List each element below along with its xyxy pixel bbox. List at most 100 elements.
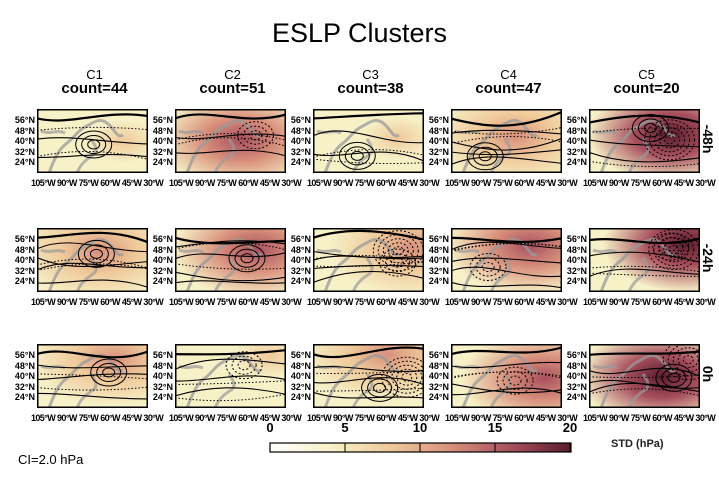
dashed-contour	[589, 388, 700, 397]
latitude-tick-label: 24°N	[14, 157, 35, 167]
latitude-tick-label: 48°N	[290, 360, 311, 371]
contour-line	[313, 112, 424, 120]
latitude-tick-label: 32°N	[290, 146, 311, 157]
latitude-tick-label: 56°N	[290, 234, 311, 244]
longitude-tick-labels: 105°W 90°W 75°W 60°W 45°W 30°W	[445, 178, 578, 188]
coastline-outline	[185, 119, 262, 173]
dashed-contour	[37, 150, 148, 160]
panel-frame	[37, 344, 148, 408]
coastline-outline	[454, 129, 512, 173]
longitude-tick-labels: 105°W 90°W 75°W 60°W 45°W 30°W	[307, 413, 440, 423]
contour-line	[175, 280, 286, 284]
dashed-contour	[313, 149, 424, 158]
contour-line	[313, 229, 424, 241]
panel-frame	[175, 344, 286, 408]
map-panel-c4-row3	[451, 344, 562, 408]
latitude-tick-label: 56°N	[290, 350, 311, 360]
contour-line	[37, 137, 148, 145]
dashed-contour	[377, 234, 419, 268]
latitude-tick-label: 40°N	[566, 255, 587, 265]
dashed-contour	[682, 355, 694, 365]
latitude-tick-label: 24°N	[152, 276, 173, 286]
closed-contour	[83, 244, 109, 264]
latitude-tick-label: 32°N	[152, 381, 173, 392]
latitude-tick-label: 24°N	[566, 276, 587, 286]
cluster-id: C1	[86, 67, 103, 82]
contour-line	[313, 151, 424, 162]
dashed-contour	[451, 243, 562, 252]
latitude-tick-label: 56°N	[428, 115, 449, 125]
contour-line	[451, 149, 562, 156]
latitude-tick-label: 32°N	[14, 265, 35, 276]
latitude-tick-label: 24°N	[14, 392, 35, 402]
latitude-tick-label: 48°N	[152, 125, 173, 136]
longitude-tick-labels: 105°W 90°W 75°W 60°W 45°W 30°W	[31, 297, 164, 307]
panel-frame	[313, 228, 424, 292]
contour-line	[175, 236, 286, 245]
map-panel-c4-row1	[451, 109, 562, 173]
dashed-contour	[654, 127, 686, 153]
contour-line	[37, 113, 148, 122]
contour-line	[313, 377, 424, 386]
latitude-tick-label: 24°N	[290, 276, 311, 286]
longitude-tick-labels: 105°W 90°W 75°W 60°W 45°W 30°W	[31, 413, 164, 423]
dashed-contour	[37, 263, 148, 271]
latitude-tick-label: 56°N	[428, 234, 449, 244]
dashed-contour	[451, 127, 562, 135]
latitude-tick-label: 32°N	[152, 146, 173, 157]
dashed-contour	[387, 242, 409, 260]
std-colorbar	[269, 442, 572, 453]
latitude-tick-label: 32°N	[428, 146, 449, 157]
cluster-count: count=38	[337, 80, 404, 97]
contour-line	[451, 241, 562, 251]
latitude-tick-label: 56°N	[14, 234, 35, 244]
coastline-outline	[323, 119, 400, 173]
dashed-contour	[231, 355, 257, 375]
dashed-contour	[451, 371, 562, 378]
contour-line	[451, 346, 562, 356]
contour-line	[37, 231, 148, 244]
figure-title: ESLP Clusters	[271, 18, 448, 48]
map-panel-c5-row2	[589, 228, 700, 292]
dashed-contour	[396, 368, 418, 386]
dashed-contour	[589, 374, 700, 379]
map-panel-c3-row2	[313, 228, 424, 292]
latitude-tick-label: 56°N	[566, 115, 587, 125]
contour-line	[175, 271, 286, 282]
latitude-tick-label: 24°N	[428, 157, 449, 167]
coastline-outline	[47, 119, 124, 173]
contour-line	[313, 264, 424, 270]
panel-frame	[313, 344, 424, 408]
dashed-contour	[382, 238, 414, 264]
panel-frame	[589, 228, 700, 292]
closed-contour	[350, 150, 364, 161]
latitude-tick-label: 24°N	[152, 392, 173, 402]
coastline-outline	[178, 248, 236, 292]
dashed-contour	[401, 372, 413, 382]
latitude-tick-label: 32°N	[152, 265, 173, 276]
contour-line	[451, 156, 562, 166]
latitude-tick-label: 48°N	[566, 125, 587, 136]
latitude-tick-label: 40°N	[14, 255, 35, 265]
contour-line	[313, 130, 424, 144]
latitude-tick-label: 40°N	[428, 255, 449, 265]
dashed-contour	[313, 254, 424, 263]
longitude-tick-labels: 105°W 90°W 75°W 60°W 45°W 30°W	[583, 413, 716, 423]
contour-line	[451, 383, 562, 394]
cluster-count: count=44	[61, 80, 128, 97]
dashed-contour	[589, 127, 700, 134]
contour-line	[313, 366, 424, 372]
latitude-tick-label: 56°N	[14, 115, 35, 125]
closed-contour	[87, 139, 101, 150]
dashed-contour	[386, 360, 424, 394]
lead-time-label: 0h	[700, 365, 716, 383]
contour-line	[37, 279, 148, 288]
latitude-tick-label: 56°N	[152, 350, 173, 360]
latitude-tick-label: 40°N	[290, 255, 311, 265]
latitude-tick-label: 24°N	[566, 157, 587, 167]
contour-line	[589, 251, 700, 263]
contour-line	[175, 133, 286, 140]
longitude-tick-labels: 105°W 90°W 75°W 60°W 45°W 30°W	[445, 413, 578, 423]
